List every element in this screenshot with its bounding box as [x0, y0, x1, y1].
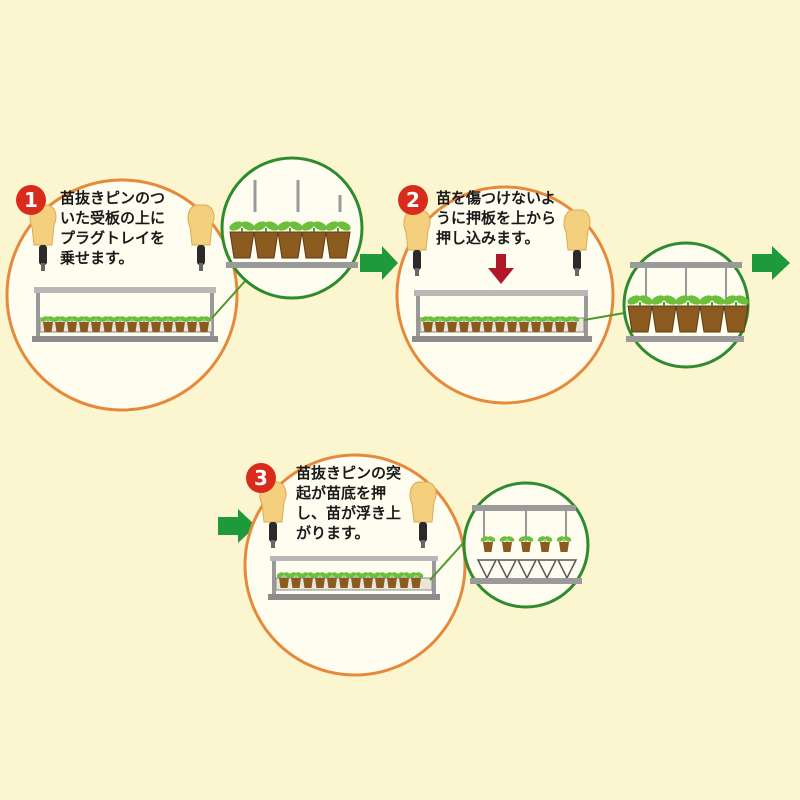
step-3-zoom — [462, 481, 590, 609]
step-2-number: 2 — [406, 188, 420, 212]
step-1-text: 苗抜きピンのつ いた受板の上に プラグトレイを 乗せます。 — [60, 189, 166, 267]
step-2-text: 苗を傷つけないよ うに押板を上から 押し込みます。 — [436, 189, 557, 247]
step-2-zoom — [622, 241, 752, 369]
right-arrow-icon — [218, 509, 256, 543]
right-arrow-icon — [360, 246, 398, 280]
step-2-badge — [398, 185, 428, 215]
step-3-number: 3 — [254, 466, 268, 490]
step-1-circle — [5, 178, 239, 412]
right-arrow-icon — [752, 246, 790, 280]
step-1-badge — [16, 185, 46, 215]
step-1-zoom — [220, 156, 364, 300]
step-1: 1 — [5, 156, 364, 412]
step-1-number: 1 — [24, 188, 38, 212]
step-3: 3 — [243, 453, 590, 677]
step-3-circle — [243, 453, 467, 677]
down-arrow-icon — [488, 254, 514, 284]
step-2: 2 — [395, 185, 752, 405]
step-3-text: 苗抜きピンの突 起が苗底を押 し、苗が浮き上 がります。 — [296, 464, 402, 542]
step-3-badge — [246, 463, 276, 493]
